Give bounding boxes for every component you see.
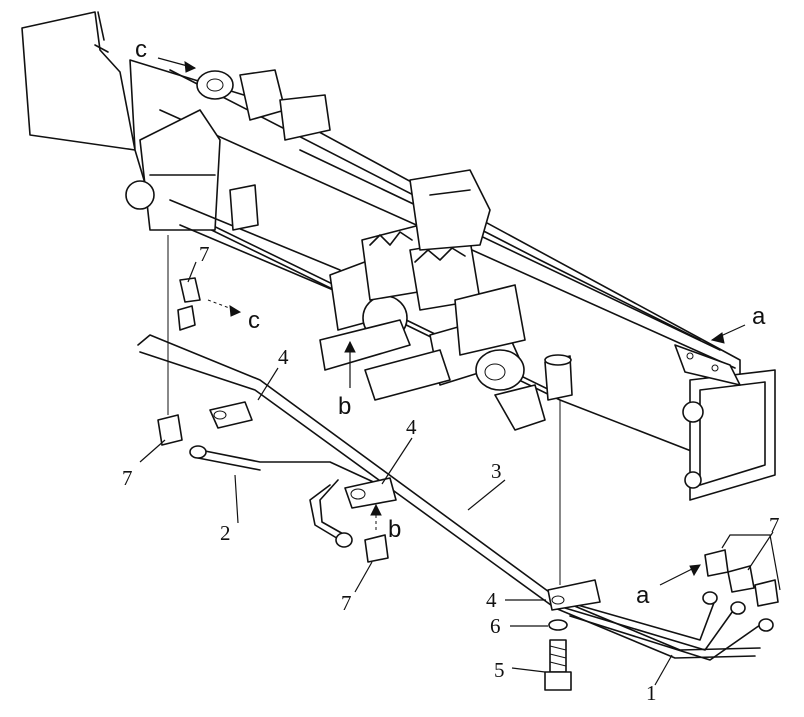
label-5: 5 <box>494 658 505 682</box>
label-a-right: a <box>752 303 766 330</box>
label-a-bottom: a <box>636 582 650 609</box>
label-6: 6 <box>490 614 501 638</box>
label-c-top: c <box>135 36 147 63</box>
label-c-mid: c <box>248 307 260 334</box>
label-1: 1 <box>646 681 657 705</box>
label-7-right: 7 <box>769 513 780 537</box>
label-2: 2 <box>220 521 231 545</box>
label-4-left: 4 <box>278 345 289 369</box>
label-7-top: 7 <box>199 242 210 266</box>
label-4-bottom: 4 <box>486 588 497 612</box>
machine-frame <box>21 11 776 501</box>
label-7-left: 7 <box>122 466 133 490</box>
label-b-low: b <box>388 516 401 543</box>
pipe-assembly <box>137 235 781 691</box>
label-b-mid: b <box>338 393 351 420</box>
label-3: 3 <box>491 459 502 483</box>
label-4-mid: 4 <box>406 415 417 439</box>
leaders <box>139 57 774 686</box>
label-7-bottom: 7 <box>341 591 352 615</box>
